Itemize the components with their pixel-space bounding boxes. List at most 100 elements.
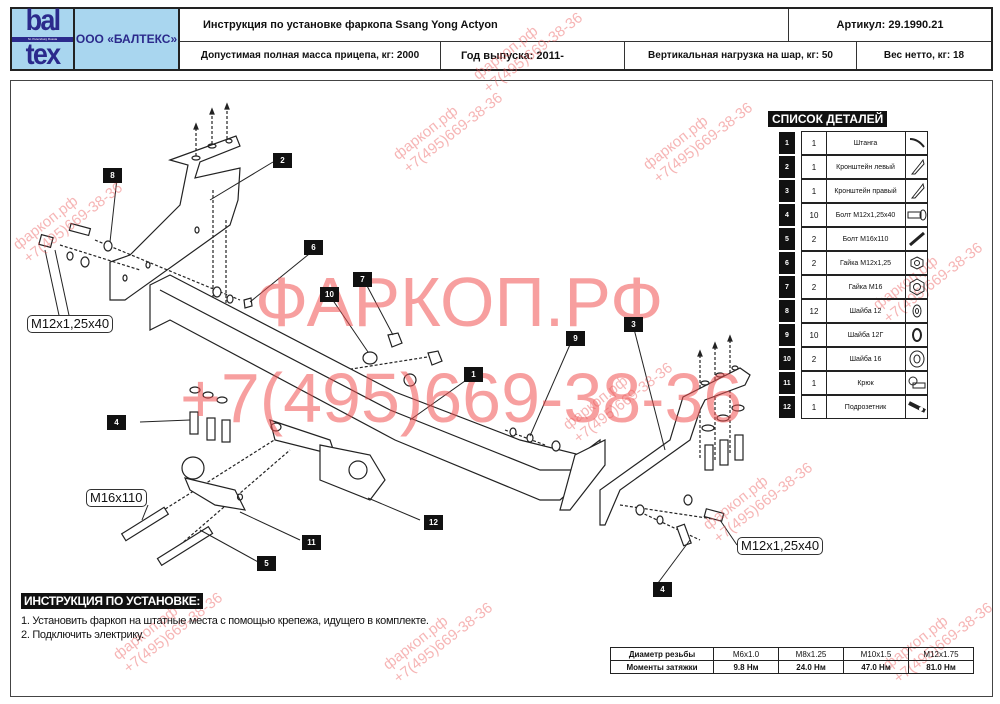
thread-value: M10x1.5 xyxy=(843,647,909,661)
right-bracket-icon xyxy=(599,365,751,526)
part-name: Шайба 12 xyxy=(826,299,906,323)
company-name: ООО «БАЛТЕКС» xyxy=(75,7,180,71)
part-name: Болт М12х1,25х40 xyxy=(826,203,906,227)
socket-plate-icon xyxy=(319,444,386,501)
callout-1: 1 xyxy=(464,367,483,382)
drawing-frame xyxy=(10,80,993,697)
part-qty: 2 xyxy=(801,227,827,251)
logo-bottom-text: tex xyxy=(25,38,61,71)
part-name: Болт М16х110 xyxy=(826,227,906,251)
part-number: 9 xyxy=(779,324,795,346)
part-name: Кронштейн правый xyxy=(826,179,906,203)
washer-icon xyxy=(906,299,928,323)
logo-top-text: bal xyxy=(25,4,61,37)
torque-label: Моменты затяжки xyxy=(610,660,714,674)
part-name: Гайка М16 xyxy=(826,275,906,299)
left-bracket-icon xyxy=(109,135,241,301)
part-qty: 1 xyxy=(801,179,827,203)
instruction-step-1: 1. Установить фаркоп на штатные места с … xyxy=(21,615,429,627)
torque-value: 24.0 Нм xyxy=(778,660,844,674)
nut-large-icon xyxy=(906,275,928,299)
torque-value: 47.0 Нм xyxy=(843,660,909,674)
part-number: 5 xyxy=(779,228,795,250)
thread-value: M12x1.75 xyxy=(908,647,974,661)
spring-washer-icon xyxy=(906,323,928,347)
dim-label-ball-bolt: M16x110 xyxy=(86,489,147,507)
part-name: Подрозетник xyxy=(826,395,906,419)
parts-list-title: СПИСОК ДЕТАЛЕЙ xyxy=(768,111,888,127)
thread-value: M6x1.0 xyxy=(713,647,779,661)
bolt-icon xyxy=(906,203,928,227)
part-number: 10 xyxy=(779,348,795,370)
part-name: Шайба 16 xyxy=(826,347,906,371)
thread-label: Диаметр резьбы xyxy=(610,647,714,661)
callout-6: 6 xyxy=(304,240,323,255)
article-number: Артикул: 29.1990.21 xyxy=(788,9,991,41)
part-qty: 1 xyxy=(801,155,827,179)
document-title: Инструкция по установке фаркопа Ssang Yo… xyxy=(203,19,498,31)
part-number: 1 xyxy=(779,132,795,154)
dim-label-left-bolt: M12x1,25x40 xyxy=(27,315,114,333)
part-name: Штанга xyxy=(826,131,906,155)
callout-4-left: 4 xyxy=(107,415,126,430)
tow-ball-icon xyxy=(181,456,247,511)
part-qty: 2 xyxy=(801,275,827,299)
part-number: 8 xyxy=(779,300,795,322)
bracket-right-icon xyxy=(906,179,928,203)
max-trailer-mass: Допустимая полная масса прицепа, кг: 200… xyxy=(180,41,440,69)
part-number: 4 xyxy=(779,204,795,226)
callout-7: 7 xyxy=(353,272,372,287)
part-name: Крюк xyxy=(826,371,906,395)
callout-11: 11 xyxy=(302,535,321,550)
vertical-load: Вертикальная нагрузка на шар, кг: 50 xyxy=(624,41,856,69)
socket-plate-icon xyxy=(906,395,928,419)
bar-icon xyxy=(906,131,928,155)
torque-value: 81.0 Нм xyxy=(908,660,974,674)
production-year: Год выпуска: 2011- xyxy=(440,41,624,69)
callout-4-right: 4 xyxy=(653,582,672,597)
part-name: Гайка М12х1,25 xyxy=(826,251,906,275)
instructions-title: ИНСТРУКЦИЯ ПО УСТАНОВКЕ: xyxy=(21,593,204,609)
part-name: Кронштейн левый xyxy=(826,155,906,179)
callout-12: 12 xyxy=(424,515,443,530)
torque-row: Моменты затяжки 9.8 Нм 24.0 Нм 47.0 Нм 8… xyxy=(610,660,974,674)
hook-icon xyxy=(906,371,928,395)
part-qty: 10 xyxy=(801,323,827,347)
washer-large-icon xyxy=(906,347,928,371)
callout-5: 5 xyxy=(257,556,276,571)
instruction-step-2: 2. Подключить электрику. xyxy=(21,629,144,641)
logo-stripe: St. Petersburg Russia xyxy=(12,37,73,42)
part-number: 6 xyxy=(779,252,795,274)
long-bolt-icon xyxy=(906,227,928,251)
callout-10: 10 xyxy=(320,287,339,302)
crossbar-icon xyxy=(149,274,606,511)
callout-3: 3 xyxy=(624,317,643,332)
callout-9: 9 xyxy=(566,331,585,346)
net-weight: Вес нетто, кг: 18 xyxy=(856,41,991,69)
part-number: 7 xyxy=(779,276,795,298)
part-number: 11 xyxy=(779,372,795,394)
part-qty: 1 xyxy=(801,395,827,419)
callout-2: 2 xyxy=(273,153,292,168)
part-qty: 2 xyxy=(801,251,827,275)
dim-label-right-bolt: M12x1,25x40 xyxy=(737,537,824,555)
part-number: 2 xyxy=(779,156,795,178)
bracket-left-icon xyxy=(906,155,928,179)
part-number: 12 xyxy=(779,396,795,418)
callout-8: 8 xyxy=(103,168,122,183)
thread-row: Диаметр резьбы M6x1.0 M8x1.25 M10x1.5 M1… xyxy=(610,647,974,661)
part-qty: 12 xyxy=(801,299,827,323)
thread-value: M8x1.25 xyxy=(778,647,844,661)
